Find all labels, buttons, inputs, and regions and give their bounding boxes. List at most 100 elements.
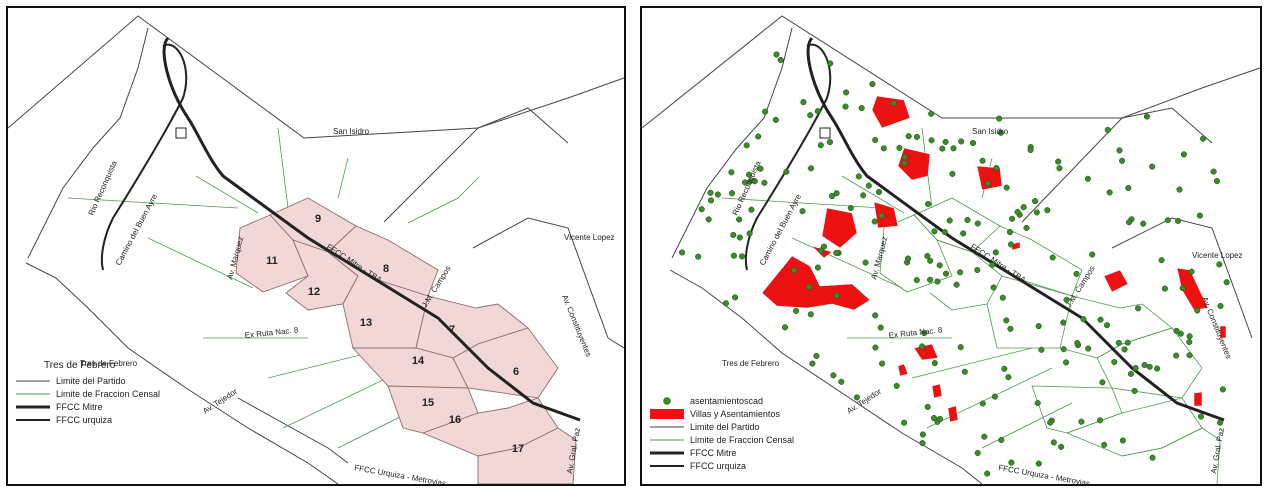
legend-label: Limite de Fraccion Censal <box>690 434 795 445</box>
settlement-point <box>1146 363 1153 370</box>
settlement-point <box>1149 454 1156 461</box>
legend-urquiza-symbol <box>650 464 684 467</box>
settlement-point <box>1177 330 1184 337</box>
legend-row: Villas y Asentamientos <box>650 407 794 420</box>
settlement-point <box>942 270 950 277</box>
settlement-point <box>755 133 762 140</box>
settlement-point <box>1121 346 1128 353</box>
settlement-point <box>736 216 743 223</box>
census-line <box>337 157 349 199</box>
district-edge-line <box>1111 217 1253 339</box>
settlement-point <box>830 372 837 379</box>
settlement-point <box>990 284 997 291</box>
settlement-point <box>930 415 938 422</box>
legend-boundary-symbol <box>16 380 50 381</box>
settlement-point <box>957 269 964 276</box>
settlement-point <box>738 253 746 260</box>
legend-row: Limite del Partido <box>650 420 794 433</box>
settlement-point <box>1001 365 1008 372</box>
census-line <box>879 214 953 293</box>
settlement-point <box>761 179 768 186</box>
settlement-point <box>847 204 854 212</box>
station-marker <box>175 127 187 139</box>
settlement-point <box>1096 417 1104 424</box>
district-edge-line <box>607 337 624 349</box>
settlement-point <box>777 56 784 64</box>
settlement-point <box>992 249 999 256</box>
settlement-point <box>1219 386 1226 393</box>
legend-point-symbol <box>663 396 671 405</box>
settlement-point <box>1047 419 1054 426</box>
settlement-point <box>893 382 900 389</box>
settlement-point <box>1003 184 1010 191</box>
label-san-isidro: San Isidro <box>972 127 1009 136</box>
settlement-point <box>1074 340 1081 347</box>
census-line <box>721 197 883 209</box>
settlement-point <box>1111 358 1118 366</box>
legend-mitre-symbol <box>650 451 684 454</box>
settlement-point <box>1073 270 1080 277</box>
settlement-point <box>751 178 758 185</box>
settlement-point <box>997 129 1004 136</box>
settlement-point <box>924 403 931 410</box>
settlement-point <box>964 216 971 224</box>
settlement-point <box>1141 361 1148 369</box>
settlement-point <box>1173 352 1180 359</box>
settlement-point <box>865 182 872 189</box>
settlement-point <box>791 267 798 274</box>
settlement-point <box>1097 316 1104 323</box>
settlement-point <box>728 190 736 197</box>
settlement-point <box>957 344 964 351</box>
settlement-point <box>1050 439 1057 446</box>
settlement-point <box>877 324 884 331</box>
settlement-point <box>1119 157 1126 164</box>
label-ffcc-mitre: FFCC Mitre - TBA <box>969 242 1028 285</box>
settlement-point <box>871 218 878 225</box>
settlement-point <box>985 180 992 187</box>
settlement-point <box>1035 460 1042 467</box>
settlement-point <box>872 344 879 351</box>
settlement-point <box>1115 339 1122 346</box>
settlement-point <box>843 89 850 96</box>
legend-row: Limite de Fraccion Censal <box>650 433 794 446</box>
legend-row: FFCC urquiza <box>650 459 794 472</box>
fraction-label-9: 9 <box>315 213 321 225</box>
district-edge-line <box>669 269 983 484</box>
settlement-point <box>807 165 815 172</box>
district-edge-line <box>237 397 349 464</box>
label-rio-reconquista: Rio Reconquista <box>87 159 119 217</box>
settlement-point <box>783 168 790 175</box>
settlement-point <box>1044 207 1051 214</box>
census-line <box>1059 295 1173 359</box>
settlement-point <box>858 105 865 112</box>
settlement-point <box>1175 217 1182 224</box>
settlement-point <box>1005 374 1012 381</box>
settlement-point <box>679 249 686 256</box>
settlement-area <box>976 165 1003 191</box>
label-av-constituyentes: Av. Constituyentes <box>1200 295 1233 360</box>
legend-label: Villas y Asentamientos <box>690 408 780 419</box>
legend-row: FFCC Mitre <box>650 446 794 459</box>
settlement-point <box>931 228 938 235</box>
settlement-point <box>974 220 981 227</box>
settlement-point <box>1101 441 1108 448</box>
settlement-point <box>1213 177 1220 185</box>
settlement-point <box>757 165 764 172</box>
legend-row: Limite del Partido <box>16 374 160 387</box>
census-line <box>1031 385 1123 434</box>
census-line <box>841 175 905 214</box>
settlement-point <box>878 212 885 219</box>
settlement-point <box>1106 189 1113 196</box>
label-jm-campos: J.M. Campos <box>1064 264 1097 309</box>
settlement-point <box>928 137 935 144</box>
legend-label: Limite de Fraccion Censal <box>56 388 161 399</box>
district-edge-line <box>1021 107 1213 223</box>
settlement-point <box>919 440 926 447</box>
census-line <box>407 177 479 224</box>
census-line <box>791 237 903 289</box>
settlement-point <box>1099 379 1106 386</box>
settlement-point <box>1161 285 1168 292</box>
census-line <box>981 402 1073 449</box>
settlement-point <box>901 154 908 161</box>
settlement-point <box>1032 198 1039 205</box>
